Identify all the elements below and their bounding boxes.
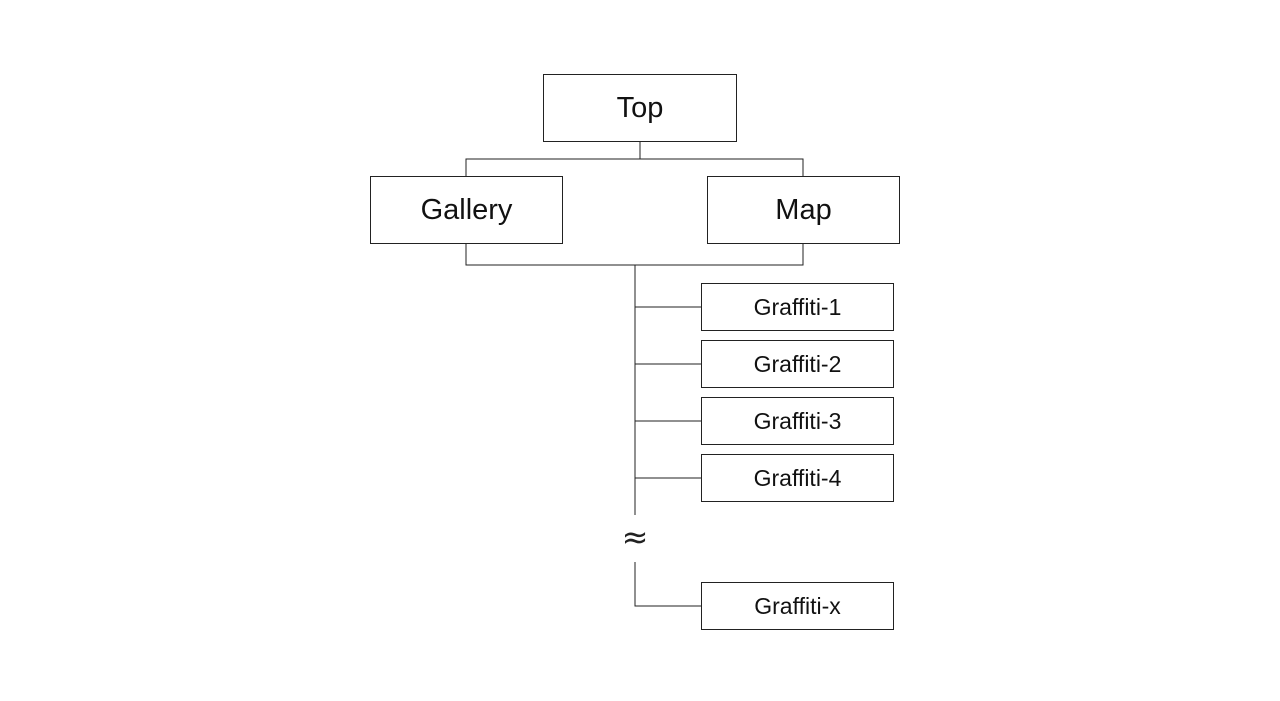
node-map-label: Map xyxy=(775,193,832,226)
node-graffiti-3-label: Graffiti-3 xyxy=(753,407,842,434)
node-gallery-label: Gallery xyxy=(420,193,513,226)
node-graffiti-3: Graffiti-3 xyxy=(701,397,894,445)
connector-level1-join xyxy=(465,244,804,266)
node-graffiti-4: Graffiti-4 xyxy=(701,454,894,502)
node-graffiti-2-label: Graffiti-2 xyxy=(753,350,842,377)
connector-top-to-level1 xyxy=(465,158,804,176)
node-graffiti-x-label: Graffiti-x xyxy=(754,592,841,619)
node-top: Top xyxy=(543,74,737,142)
node-graffiti-4-label: Graffiti-4 xyxy=(753,464,842,491)
continuation-break-mark: ≈ xyxy=(621,518,649,556)
node-graffiti-1: Graffiti-1 xyxy=(701,283,894,331)
node-map: Map xyxy=(707,176,900,244)
node-top-label: Top xyxy=(616,91,664,124)
connector-branch-graffiti-x xyxy=(634,562,701,607)
node-graffiti-2: Graffiti-2 xyxy=(701,340,894,388)
node-graffiti-1-label: Graffiti-1 xyxy=(753,293,842,320)
node-gallery: Gallery xyxy=(370,176,563,244)
node-graffiti-x: Graffiti-x xyxy=(701,582,894,630)
